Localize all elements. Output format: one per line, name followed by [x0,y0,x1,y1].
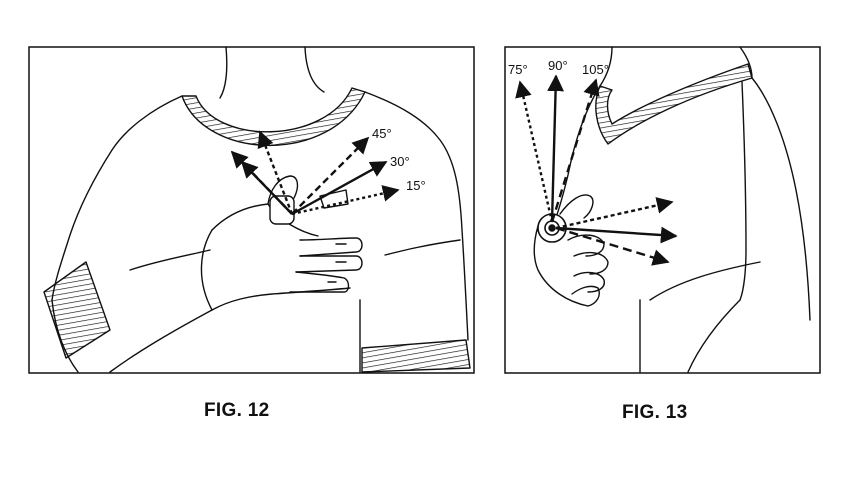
fig12-arrow-left [240,160,293,215]
fig13-arrow-75 [515,80,554,223]
fig12-arrow-30 [291,160,388,216]
fig12-arrow-45 [291,136,370,215]
fig12-angle-label-15: 15° [406,178,426,193]
figure-12-caption: FIG. 12 [204,400,270,421]
fig13-angle-label-90: 90° [548,58,568,73]
fig13-arrow-90 [547,74,564,223]
figure-13: 75° 90° 105° [504,46,821,374]
fig12-angle-label-45: 45° [372,126,392,141]
fig12-angle-label-30: 30° [390,154,410,169]
fig13-arrow-right-up [555,197,674,230]
figure-13-caption: FIG. 13 [622,402,688,423]
side-profile-outline [533,46,811,373]
fig12-arrow-15 [291,185,400,216]
fig13-arrow-105 [550,78,600,223]
fig12-arrow-vertical [257,130,294,215]
fig12-direction-arrows [230,130,400,216]
figure-12: 45° 30° 15° [28,46,475,374]
torso-outline [43,46,471,373]
fig13-arrow-right-down [555,226,670,266]
fig13-direction-arrows [515,74,678,266]
fig13-angle-label-105: 105° [582,62,609,77]
fig13-arrow-right [555,226,678,244]
figure-12-frame [28,46,475,374]
figure-13-frame [504,46,821,374]
fig13-angle-label-75: 75° [508,62,528,77]
